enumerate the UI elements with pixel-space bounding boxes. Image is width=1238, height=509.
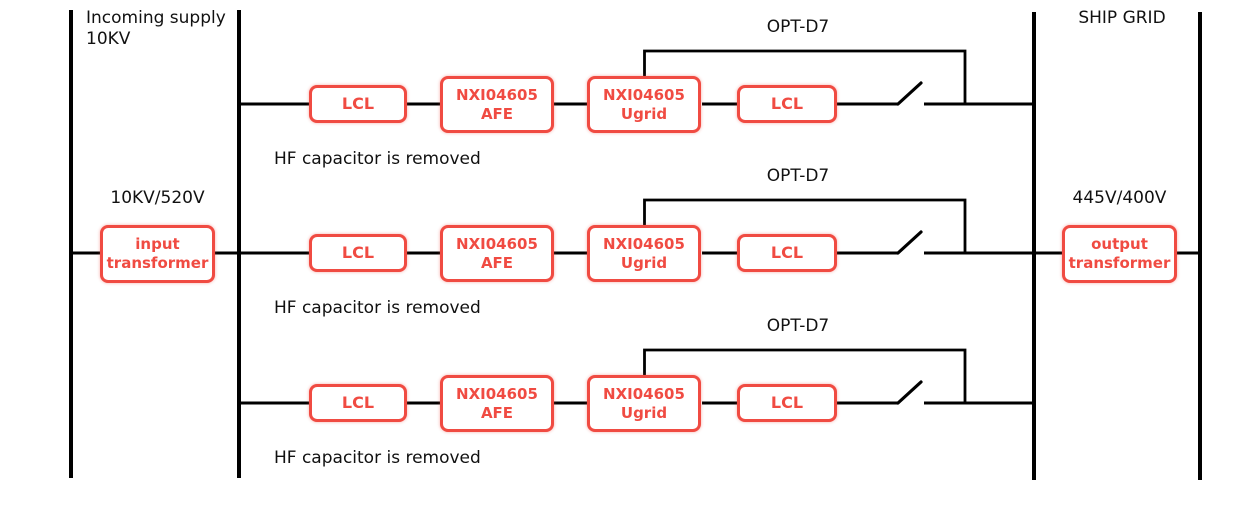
incoming-supply-line1: Incoming supply xyxy=(86,8,226,28)
lcl-filter-output-box: LCL xyxy=(737,85,837,123)
opt-d7-label: OPT-D7 xyxy=(766,17,830,37)
afe-converter-box: NXI04605 AFE xyxy=(440,225,554,282)
output-transformer-label-line2: transformer xyxy=(1068,254,1171,272)
ugrid-inverter-box: NXI04605 Ugrid xyxy=(587,76,701,133)
afe-type-label: AFE xyxy=(480,104,514,123)
opt-d7-feedback-wire xyxy=(643,348,967,403)
ugrid-model-label: NXI04605 xyxy=(603,234,685,253)
ugrid-type-label: Ugrid xyxy=(620,403,668,422)
ugrid-inverter-box: NXI04605 Ugrid xyxy=(587,225,701,282)
ugrid-model-label: NXI04605 xyxy=(603,85,685,104)
lcl-filter-input-box: LCL xyxy=(309,85,407,123)
ugrid-type-label: Ugrid xyxy=(620,104,668,123)
input-transformer-box: input transformer xyxy=(100,225,215,283)
breaker-switch-blade xyxy=(896,81,923,106)
afe-model-label: NXI04605 xyxy=(456,384,538,403)
afe-type-label: AFE xyxy=(480,403,514,422)
opt-d7-label: OPT-D7 xyxy=(766,166,830,186)
output-transformer-box: output transformer xyxy=(1062,225,1177,283)
opt-d7-label: OPT-D7 xyxy=(766,316,830,336)
afe-model-label: NXI04605 xyxy=(456,85,538,104)
hf-capacitor-note: HF capacitor is removed xyxy=(274,448,481,468)
ship-grid-label: SHIP GRID xyxy=(1078,8,1166,28)
input-voltage-ratio-label: 10KV/520V xyxy=(110,188,205,208)
breaker-switch-blade xyxy=(896,230,923,255)
opt-d7-feedback-wire xyxy=(643,49,967,104)
incoming-supply-line2: 10KV xyxy=(86,29,131,50)
output-voltage-ratio-label: 445V/400V xyxy=(1072,188,1167,208)
input-transformer-label-line1: input xyxy=(135,235,180,254)
lcl-filter-output-box: LCL xyxy=(737,234,837,272)
afe-converter-box: NXI04605 AFE xyxy=(440,76,554,133)
lcl-filter-input-box: LCL xyxy=(309,384,407,422)
hf-capacitor-note: HF capacitor is removed xyxy=(274,149,481,169)
branch-2-wiring xyxy=(239,198,1034,255)
opt-d7-feedback-wire xyxy=(643,198,967,253)
ugrid-model-label: NXI04605 xyxy=(603,384,685,403)
lcl-filter-input-box: LCL xyxy=(309,234,407,272)
lcl-filter-output-box: LCL xyxy=(737,384,837,422)
ugrid-inverter-box: NXI04605 Ugrid xyxy=(587,375,701,432)
afe-type-label: AFE xyxy=(480,253,514,272)
hf-capacitor-note: HF capacitor is removed xyxy=(274,298,481,318)
breaker-switch-blade xyxy=(896,380,923,405)
input-transformer-label-line2: transformer xyxy=(106,254,209,272)
branch-3-wiring xyxy=(239,348,1034,405)
ugrid-type-label: Ugrid xyxy=(620,253,668,272)
afe-converter-box: NXI04605 AFE xyxy=(440,375,554,432)
afe-model-label: NXI04605 xyxy=(456,234,538,253)
output-transformer-label-line1: output xyxy=(1091,235,1148,254)
branch-1-wiring xyxy=(239,49,1034,106)
